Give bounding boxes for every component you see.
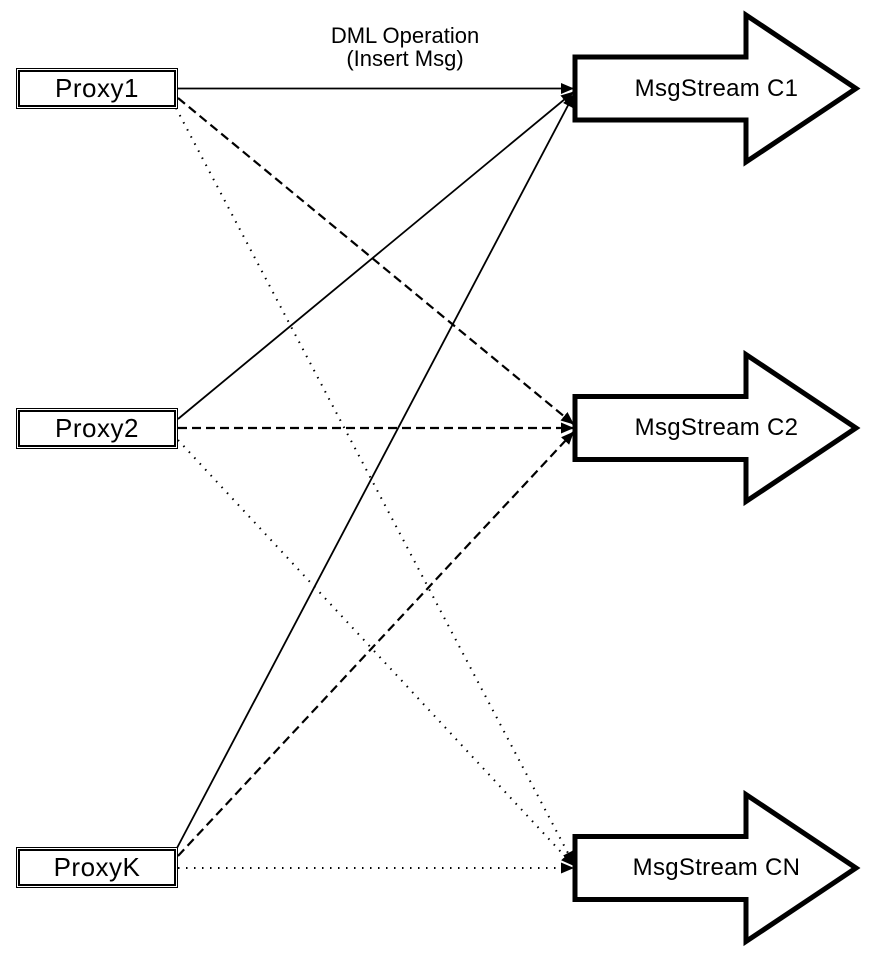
edge-proxyk-msgstream-c2 (177, 430, 575, 857)
proxy2-node-inner: Proxy2 (18, 410, 176, 447)
edge-proxy1-msgstream-cn (175, 107, 575, 865)
msgstream-shapes (572, 10, 861, 947)
msgstream-c2-arrow-shape (572, 349, 861, 507)
proxy1-node: Proxy1 (16, 68, 178, 109)
edge-proxyk-msgstream-c1 (176, 93, 575, 849)
edge-proxy2-msgstream-c1 (177, 90, 575, 420)
dml-operation-caption-line2: (Insert Msg) (346, 46, 464, 71)
msgstream-c1-arrow-shape (572, 10, 861, 167)
edges (175, 83, 575, 874)
edge-proxy1-msgstream-c2 (177, 97, 575, 426)
dml-operation-caption-line1: DML Operation (330, 23, 480, 48)
proxyk-label: ProxyK (53, 852, 141, 882)
proxy1-label: Proxy1 (55, 73, 139, 103)
dml-operation-caption: DML Operation (Insert Msg) (285, 24, 525, 70)
proxyk-node: ProxyK (16, 847, 178, 888)
proxy2-label: Proxy2 (55, 413, 139, 443)
proxyk-node-inner: ProxyK (18, 849, 176, 886)
msgstream-cn-arrow-shape (572, 789, 861, 947)
proxy2-node: Proxy2 (16, 408, 178, 449)
proxy1-node-inner: Proxy1 (18, 70, 176, 107)
edge-proxy2-msgstream-cn (177, 439, 575, 867)
